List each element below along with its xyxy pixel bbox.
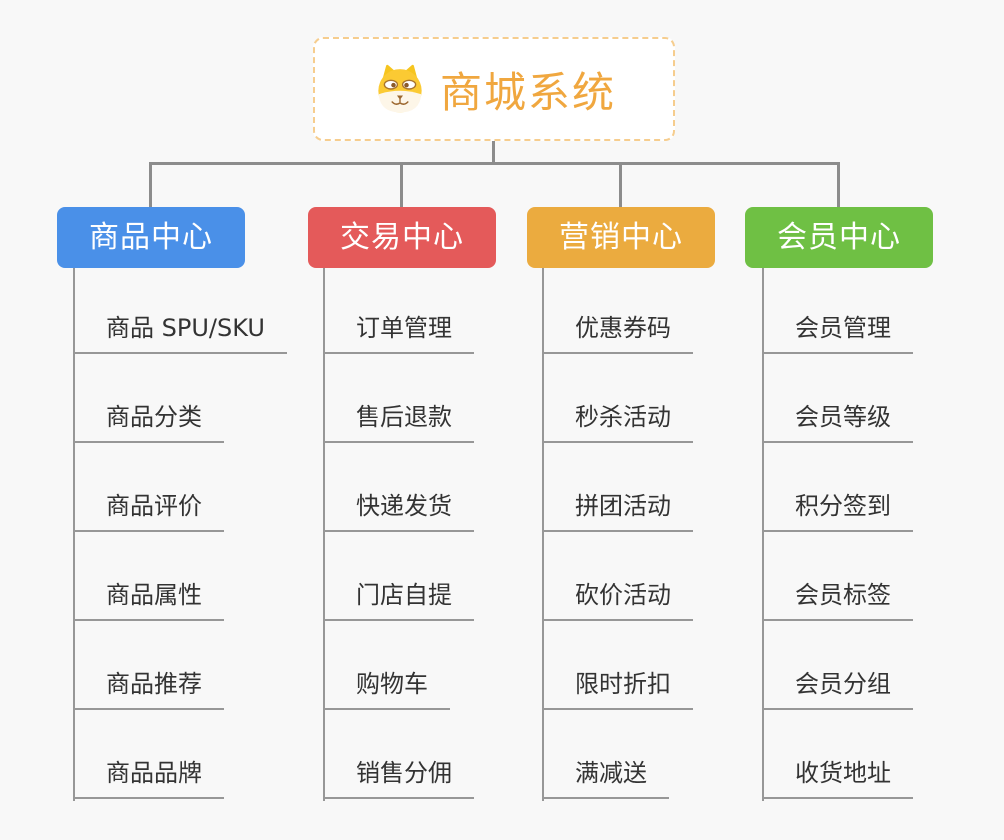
sub-topic[interactable]: 积分签到 bbox=[762, 486, 913, 532]
connector-drop-trade bbox=[400, 162, 403, 208]
connector-bus bbox=[149, 162, 840, 165]
sub-topic[interactable]: 收货地址 bbox=[762, 753, 913, 799]
branch-trade-children: 订单管理 售后退款 快递发货 门店自提 购物车 销售分佣 bbox=[323, 268, 474, 801]
sub-topic[interactable]: 商品 SPU/SKU bbox=[73, 308, 287, 354]
sub-topic[interactable]: 商品分类 bbox=[73, 397, 224, 443]
sub-topic[interactable]: 砍价活动 bbox=[542, 575, 693, 621]
sub-topic[interactable]: 限时折扣 bbox=[542, 664, 693, 710]
branch-product-center[interactable]: 商品中心 bbox=[57, 207, 245, 268]
sub-topic[interactable]: 快递发货 bbox=[323, 486, 474, 532]
connector-drop-marketing bbox=[619, 162, 622, 208]
connector-drop-member bbox=[837, 162, 840, 208]
sub-topic[interactable]: 秒杀活动 bbox=[542, 397, 693, 443]
sub-topic[interactable]: 优惠券码 bbox=[542, 308, 693, 354]
sub-topic[interactable]: 会员管理 bbox=[762, 308, 913, 354]
sub-topic[interactable]: 订单管理 bbox=[323, 308, 474, 354]
dog-face-icon bbox=[378, 64, 422, 113]
connector-root-stub bbox=[492, 141, 495, 163]
sub-topic[interactable]: 销售分佣 bbox=[323, 753, 474, 799]
sub-topic[interactable]: 满减送 bbox=[542, 753, 669, 799]
sub-topic[interactable]: 商品品牌 bbox=[73, 753, 224, 799]
branch-member-children: 会员管理 会员等级 积分签到 会员标签 会员分组 收货地址 bbox=[762, 268, 913, 801]
sub-topic[interactable]: 商品推荐 bbox=[73, 664, 224, 710]
root-topic[interactable]: 商城系统 bbox=[313, 37, 675, 141]
sub-topic[interactable]: 商品属性 bbox=[73, 575, 224, 621]
sub-topic[interactable]: 购物车 bbox=[323, 664, 450, 710]
branch-marketing-center[interactable]: 营销中心 bbox=[527, 207, 715, 268]
sub-topic[interactable]: 售后退款 bbox=[323, 397, 474, 443]
sub-topic[interactable]: 门店自提 bbox=[323, 575, 474, 621]
connector-drop-product bbox=[149, 162, 152, 208]
branch-member-center[interactable]: 会员中心 bbox=[745, 207, 933, 268]
branch-trade-center[interactable]: 交易中心 bbox=[308, 207, 496, 268]
sub-topic[interactable]: 拼团活动 bbox=[542, 486, 693, 532]
sub-topic[interactable]: 会员分组 bbox=[762, 664, 913, 710]
branch-marketing-children: 优惠券码 秒杀活动 拼团活动 砍价活动 限时折扣 满减送 bbox=[542, 268, 693, 801]
sub-topic[interactable]: 会员标签 bbox=[762, 575, 913, 621]
sub-topic[interactable]: 商品评价 bbox=[73, 486, 224, 532]
root-topic-label: 商城系统 bbox=[439, 67, 616, 117]
branch-product-children: 商品 SPU/SKU 商品分类 商品评价 商品属性 商品推荐 商品品牌 bbox=[73, 268, 287, 801]
sub-topic[interactable]: 会员等级 bbox=[762, 397, 913, 443]
